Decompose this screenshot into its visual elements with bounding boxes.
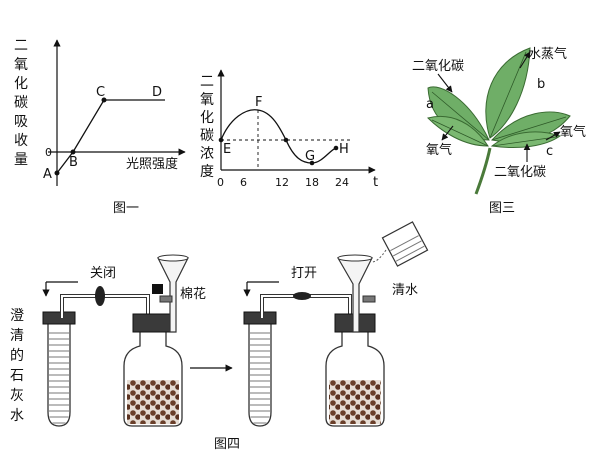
fig3-caption: 图三 xyxy=(489,201,515,216)
fig3-arrow-vapor-out xyxy=(519,51,531,69)
fig3-arrow-co2-in xyxy=(437,73,453,93)
fig2-x-label: t xyxy=(373,175,378,190)
fig4-apparatus-open: 打开 清水 xyxy=(243,221,429,427)
fig2-label-f: F xyxy=(255,95,262,110)
fig1-caption: 图一 xyxy=(113,201,139,216)
fig4-limewater-label: 澄 清 的 石 灰 水 xyxy=(10,308,24,424)
fig3-label-c: c xyxy=(546,144,553,159)
fig4-water-stream xyxy=(371,249,387,263)
fig4-funnel-rim-left xyxy=(157,254,189,262)
fig4-cotton xyxy=(152,284,163,294)
fig2-label-e: E xyxy=(223,142,231,157)
fig3-label-a: a xyxy=(426,97,434,112)
fig4-limewater-liquid xyxy=(49,332,69,425)
fig4-bottle-stopper-left xyxy=(132,313,174,333)
fig4-beaker xyxy=(381,221,429,267)
fig2-y-char: 氧 xyxy=(200,92,214,108)
fig4-limewater-char: 澄 xyxy=(10,308,24,324)
fig4-apparatus-closed: 澄 清 的 石 灰 水 关闭 棉花 xyxy=(10,254,206,427)
fig2-graph: 二 氧 化 碳 浓 度 E F G H 0 6 12 18 24 t xyxy=(200,69,378,190)
fig1-y-char: 吸 xyxy=(14,114,28,130)
fig1-point-b xyxy=(70,149,76,155)
fig3-label-co2-top: 二氧化碳 xyxy=(412,59,464,74)
fig4-caption: 图四 xyxy=(214,437,240,452)
fig2-x-tick: 24 xyxy=(335,176,349,189)
fig2-label-g: G xyxy=(305,149,315,164)
fig3-label-oxygen-right: 氧气 xyxy=(560,124,586,140)
fig1-x-label: 光照强度 xyxy=(126,156,178,172)
fig4-valve-closed xyxy=(95,286,105,306)
fig4-label-closed: 关闭 xyxy=(90,266,116,281)
fig4-beaker-water xyxy=(388,232,427,265)
fig3-veins xyxy=(431,51,567,147)
fig4-seeds-right xyxy=(329,380,381,424)
fig3-arrow-oxygen-left xyxy=(441,125,454,141)
fig4-seeds-left xyxy=(127,380,179,424)
fig2-y-char: 碳 xyxy=(200,128,214,144)
fig1-y-char: 氧 xyxy=(14,57,28,73)
fig4-clip-right xyxy=(362,295,376,303)
fig2-x-tick: 12 xyxy=(275,176,289,189)
fig1-y-char: 二 xyxy=(14,38,28,54)
fig1-label-d: D xyxy=(152,85,162,100)
fig2-y-char: 浓 xyxy=(200,146,214,162)
fig2-label-h: H xyxy=(339,142,349,157)
fig4-limewater-char: 石 xyxy=(10,368,24,384)
fig1-y-char: 碳 xyxy=(14,95,28,111)
fig1-label-a: A xyxy=(43,167,52,182)
fig3-leaf-diagram: 二氧化碳 水蒸气 a b c 氧气 氧气 二氧化碳 图三 xyxy=(412,46,586,216)
fig2-y-char: 二 xyxy=(200,74,214,90)
fig4-label-open: 打开 xyxy=(291,266,317,281)
fig4-label-water: 清水 xyxy=(392,283,418,298)
fig2-curve xyxy=(220,109,337,164)
fig3-label-b: b xyxy=(537,77,545,92)
fig2-x-tick: 6 xyxy=(240,176,247,189)
fig1-origin-label: 0 xyxy=(45,146,52,159)
fig4-label-cotton: 棉花 xyxy=(180,286,206,302)
fig3-arrow-oxygen-right xyxy=(545,131,561,141)
fig1-point-a xyxy=(54,170,60,176)
fig4-limewater-char: 的 xyxy=(10,348,24,364)
fig4-stopper-left xyxy=(42,311,76,325)
fig1-y-label: 二 氧 化 碳 吸 收 量 xyxy=(14,38,28,168)
fig4-limewater-char: 清 xyxy=(10,328,24,344)
fig3-leaf-top xyxy=(485,47,531,139)
fig3-label-water-vapor: 水蒸气 xyxy=(528,46,567,62)
fig1-point-c xyxy=(101,97,107,103)
fig1-label-c: C xyxy=(96,85,105,100)
fig4-clip-left xyxy=(159,295,173,303)
fig1-y-char: 化 xyxy=(14,76,28,92)
fig4-funnel-rim-right xyxy=(337,254,373,262)
fig4-limewater-char: 灰 xyxy=(10,388,24,404)
fig1-graph: 二 氧 化 碳 吸 收 量 0 A B C D 光照强度 图一 xyxy=(14,38,186,216)
fig1-y-char: 量 xyxy=(14,152,28,168)
fig2-x-tick: 0 xyxy=(217,176,224,189)
fig3-label-co2-bottom: 二氧化碳 xyxy=(494,165,546,180)
fig2-point-e xyxy=(218,137,224,143)
fig2-point-h xyxy=(333,145,339,151)
fig4-limewater-liquid-right xyxy=(250,332,270,425)
fig3-label-oxygen-left: 氧气 xyxy=(426,142,452,158)
fig2-y-char: 化 xyxy=(200,110,214,126)
fig2-x-tick: 18 xyxy=(305,176,319,189)
fig2-point xyxy=(283,137,289,143)
fig1-curve xyxy=(56,99,165,174)
fig4-valve-open xyxy=(293,292,311,300)
fig1-label-b: B xyxy=(69,155,78,170)
fig2-y-label: 二 氧 化 碳 浓 度 xyxy=(200,74,214,180)
fig4-limewater-char: 水 xyxy=(10,408,24,424)
fig2-point-g xyxy=(309,160,315,166)
fig1-y-char: 收 xyxy=(14,133,28,149)
fig3-stem xyxy=(474,147,492,195)
fig2-y-char: 度 xyxy=(200,164,214,180)
